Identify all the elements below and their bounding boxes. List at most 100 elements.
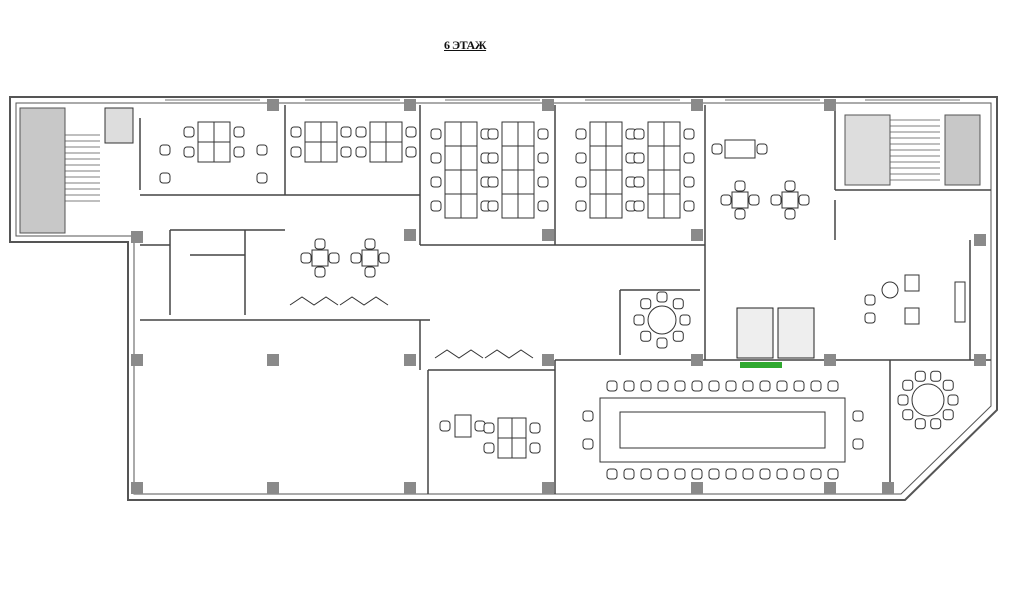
column [882,482,894,494]
chair [430,152,442,164]
chair [776,380,788,392]
chair [487,200,499,212]
chair [233,146,245,158]
desk [369,141,387,163]
chair [672,298,684,310]
chair [725,468,737,480]
desk [460,193,478,219]
desk [501,121,519,147]
chair [405,126,417,138]
desk [605,145,623,171]
desk [460,121,478,147]
column [691,354,703,366]
chair [798,194,810,206]
chair [725,380,737,392]
chair [582,410,594,422]
column [824,482,836,494]
chair [340,146,352,158]
chair [852,438,864,450]
walls [9,96,998,501]
desk [385,121,403,143]
armchair [904,307,920,325]
chair [947,394,959,406]
chair [364,266,376,278]
desk [454,414,472,438]
entrance-marker [740,362,782,368]
desk [497,417,513,439]
desk [444,121,462,147]
elevator [777,307,815,359]
chair [439,420,451,432]
desk [647,193,665,219]
column [974,234,986,246]
column [131,354,143,366]
chair [300,252,312,264]
column [404,229,416,241]
column [131,482,143,494]
chair [827,468,839,480]
desk [605,169,623,195]
chair [633,152,645,164]
chair [483,422,495,434]
chair [159,144,171,156]
chair [793,468,805,480]
chair [756,143,768,155]
chair [405,146,417,158]
chair [759,468,771,480]
chair [582,438,594,450]
chair [672,330,684,342]
partition [484,349,534,359]
chair [483,442,495,454]
chair [784,208,796,220]
chair [810,380,822,392]
chair [734,180,746,192]
desk [304,121,322,143]
chair [529,422,541,434]
chair [930,370,942,382]
chair [487,152,499,164]
chair [734,208,746,220]
round-table [911,383,945,417]
chair [575,200,587,212]
chair [784,180,796,192]
desk [501,145,519,171]
chair [633,176,645,188]
chair [674,468,686,480]
desk [197,141,215,163]
chair [742,380,754,392]
desk [460,145,478,171]
sofa [954,281,966,323]
chair [430,200,442,212]
chair [711,143,723,155]
desk [605,121,623,147]
outer-wall [9,96,998,501]
chair [537,176,549,188]
chair [852,410,864,422]
desk [320,121,338,143]
column [691,229,703,241]
desk [605,193,623,219]
interior-walls [139,99,991,494]
chair [350,252,362,264]
furniture [159,121,966,480]
desk [304,141,322,163]
chair [679,314,691,326]
chair [759,380,771,392]
desk [724,139,756,159]
chair [430,128,442,140]
stair-left [19,107,66,234]
column [542,354,554,366]
column [824,354,836,366]
chair [633,200,645,212]
desk [517,145,535,171]
column [691,482,703,494]
chair [430,176,442,188]
desk [663,145,681,171]
column [267,99,279,111]
table [781,191,799,209]
round-table [647,305,677,335]
chair [691,380,703,392]
desk [517,169,535,195]
chair [183,126,195,138]
table [311,249,329,267]
